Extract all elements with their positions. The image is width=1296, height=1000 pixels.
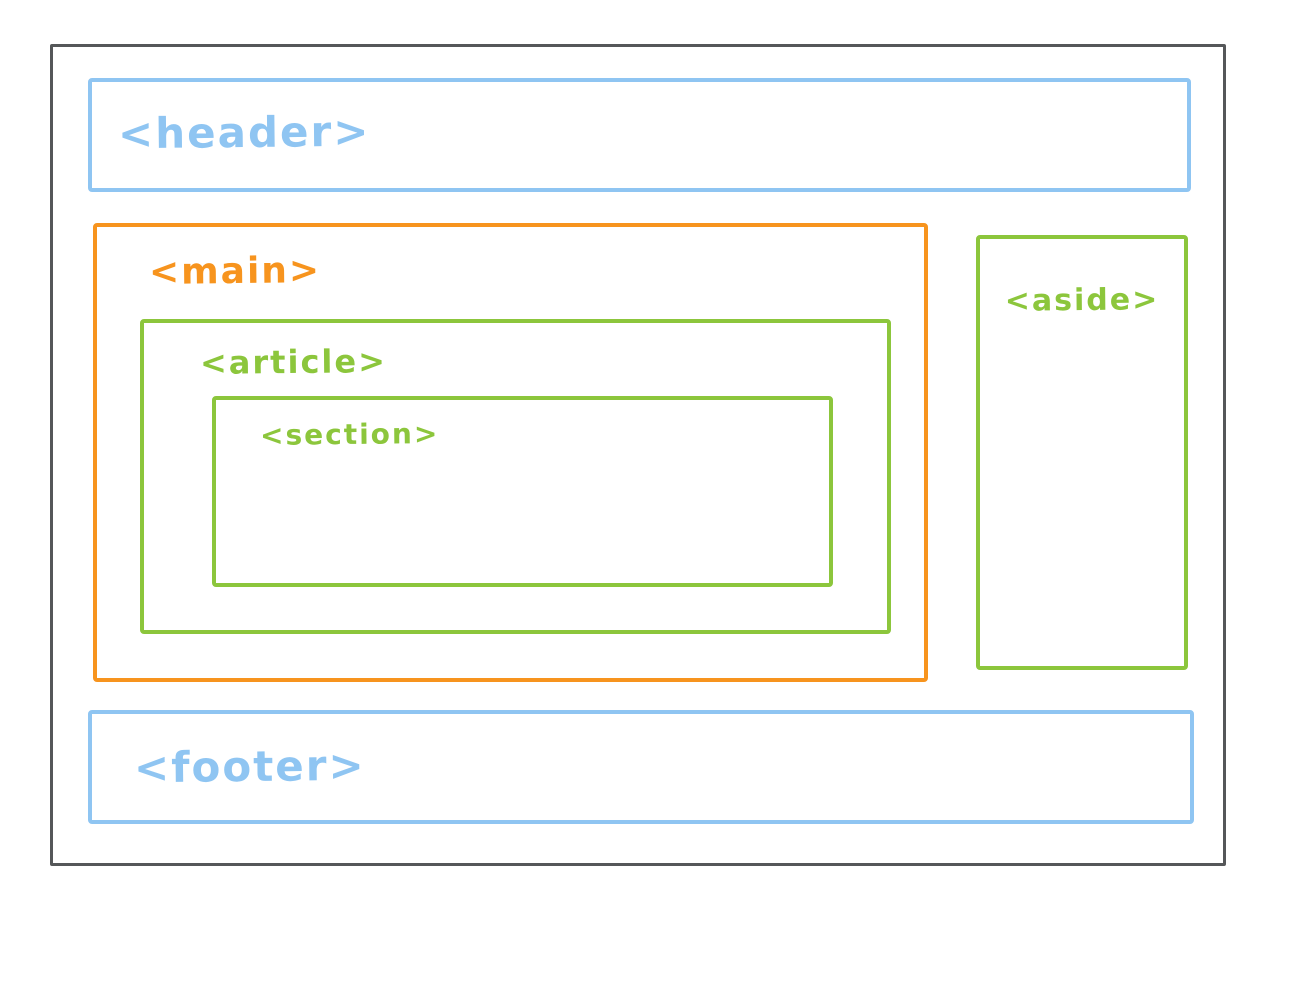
article-box: <article> <section> — [140, 319, 891, 634]
section-box: <section> — [212, 396, 833, 587]
section-label: <section> — [259, 417, 440, 452]
aside-box: <aside> — [976, 235, 1188, 670]
aside-label: <aside> — [1004, 282, 1160, 319]
footer-box: <footer> — [88, 710, 1194, 824]
main-label: <main> — [148, 250, 322, 293]
page-outline-box: <header> <main> <article> <section> <asi… — [50, 44, 1226, 866]
footer-label: <footer> — [133, 740, 366, 793]
main-box: <main> <article> <section> — [93, 223, 928, 682]
header-label: <header> — [117, 106, 371, 159]
header-box: <header> — [88, 78, 1191, 192]
article-label: <article> — [199, 342, 388, 382]
